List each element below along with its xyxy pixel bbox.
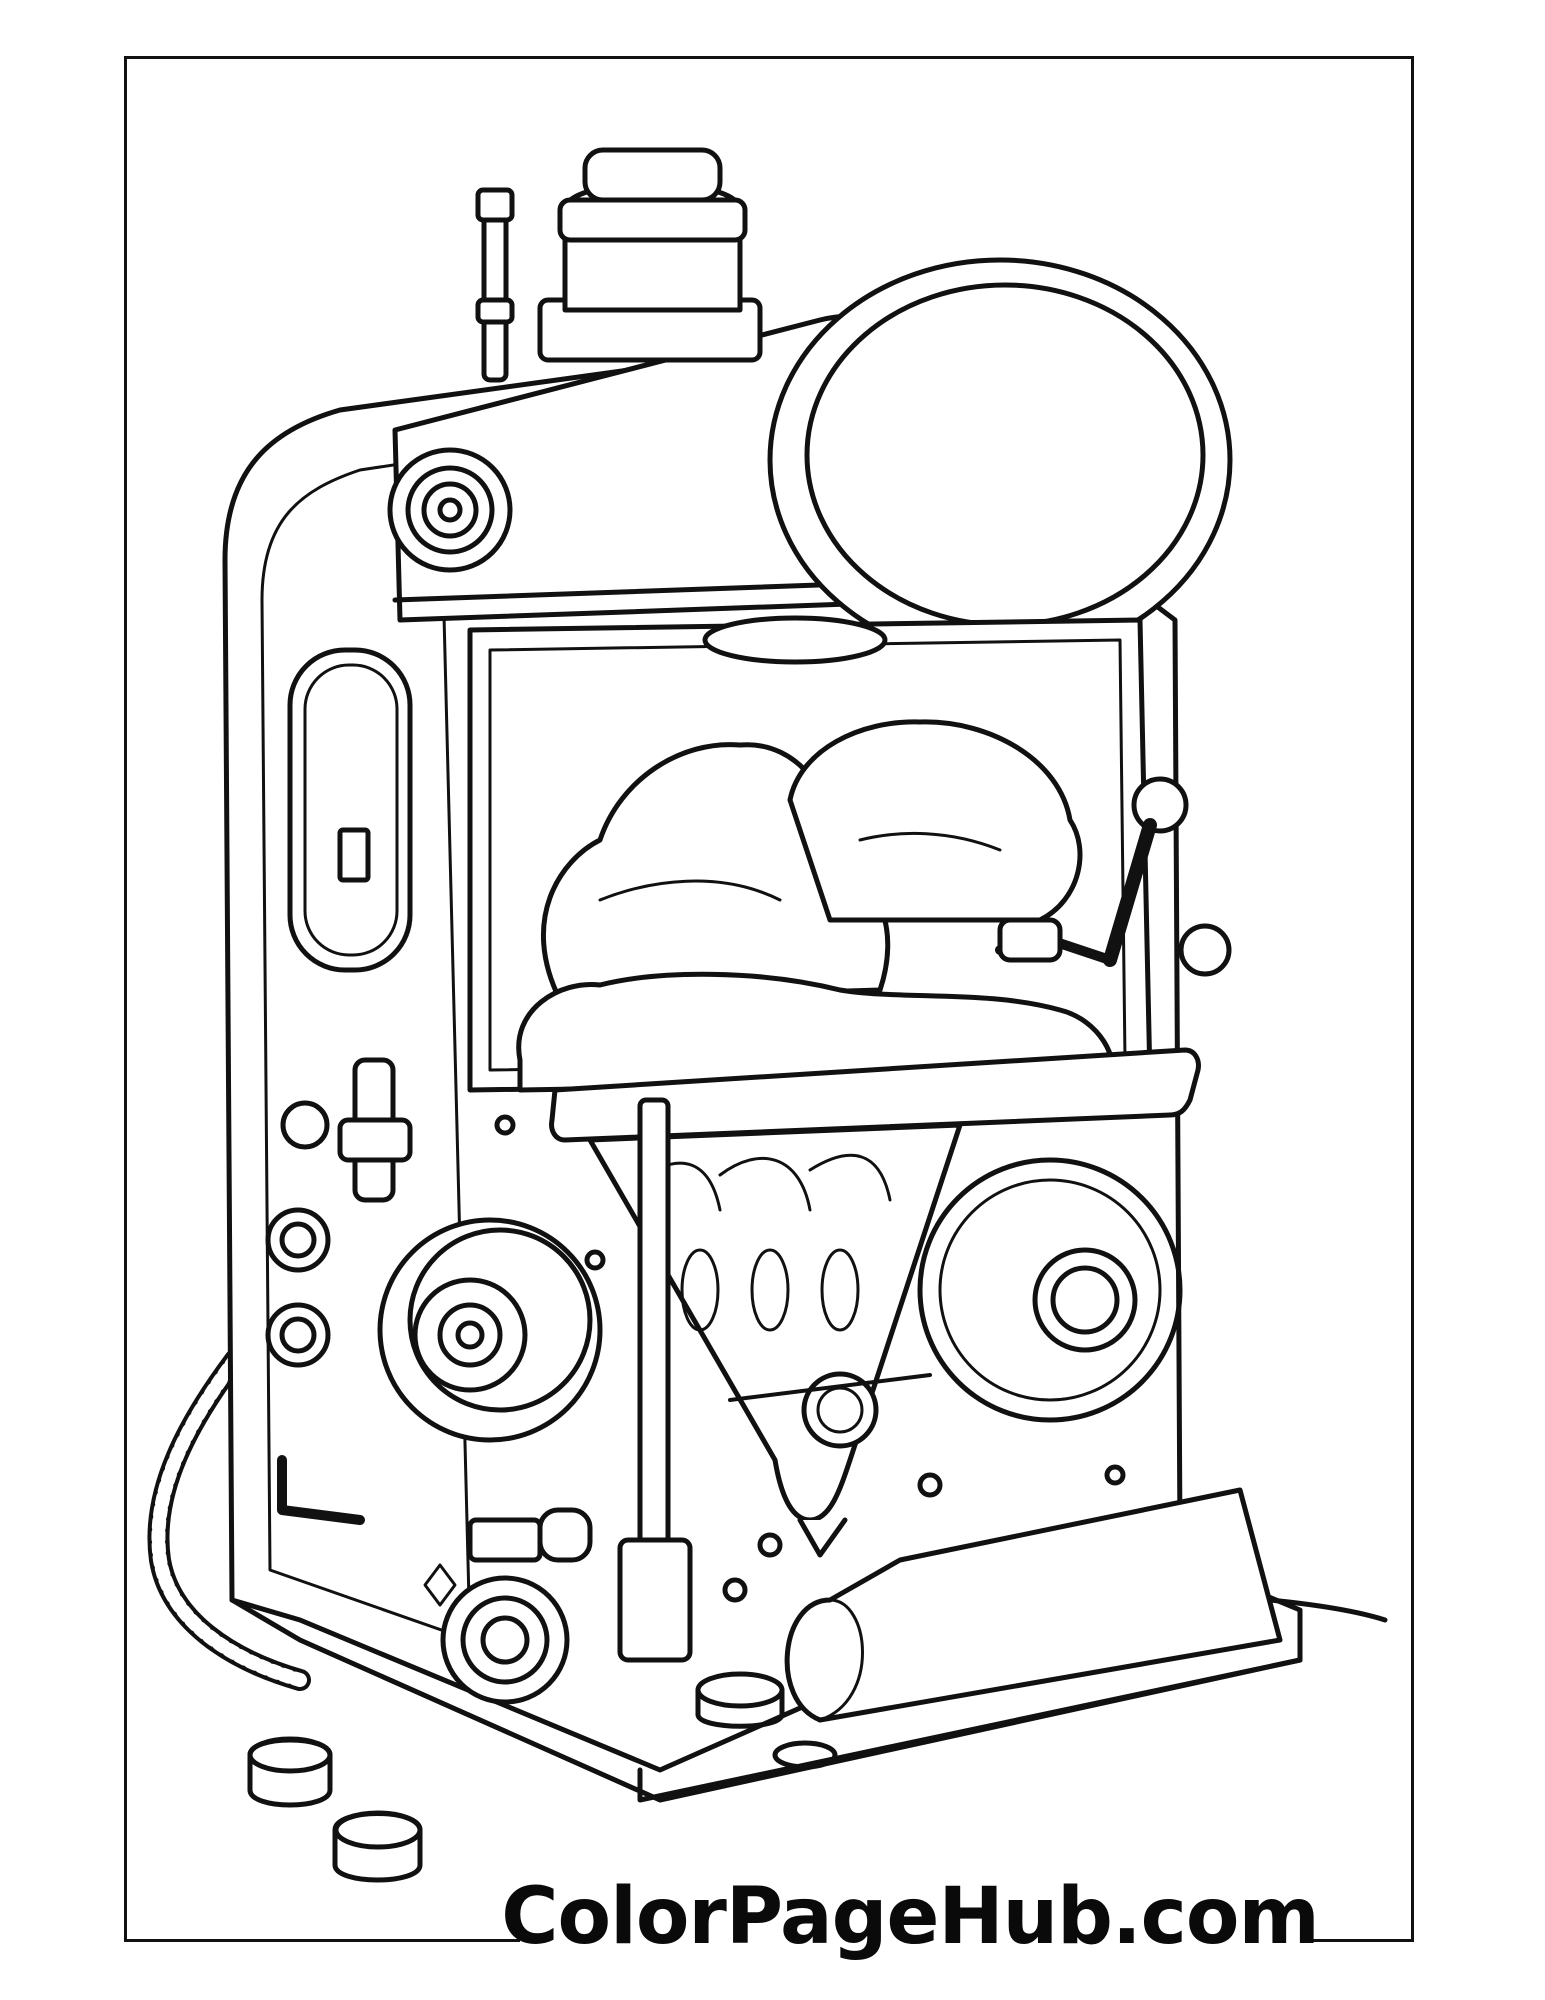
dispenser-chute-icon: [784, 1487, 1283, 1723]
side-dial-icon: [917, 1157, 1183, 1423]
valve-icon: [265, 1207, 331, 1273]
cup-icon: [695, 1671, 785, 1709]
watermark-text: ColorPageHub.com: [501, 1872, 1319, 1962]
lid-dial-icon: [767, 257, 1233, 663]
side-window-icon: [287, 647, 413, 973]
tray-icon: [549, 1047, 1201, 1143]
diamond-icon: [423, 1563, 457, 1607]
site-watermark: ColorPageHub.com: [501, 1852, 1320, 1982]
pipe-icon: [277, 1455, 365, 1525]
valve-icon: [265, 1302, 331, 1368]
top-pipe-icon: [481, 197, 509, 383]
ice-cream-scoop-icon: [516, 971, 1116, 1093]
cone-nozzle-icon: [801, 1371, 879, 1449]
ice-cream-scoop-icon: [787, 719, 1083, 923]
valve-icon: [280, 1100, 330, 1150]
